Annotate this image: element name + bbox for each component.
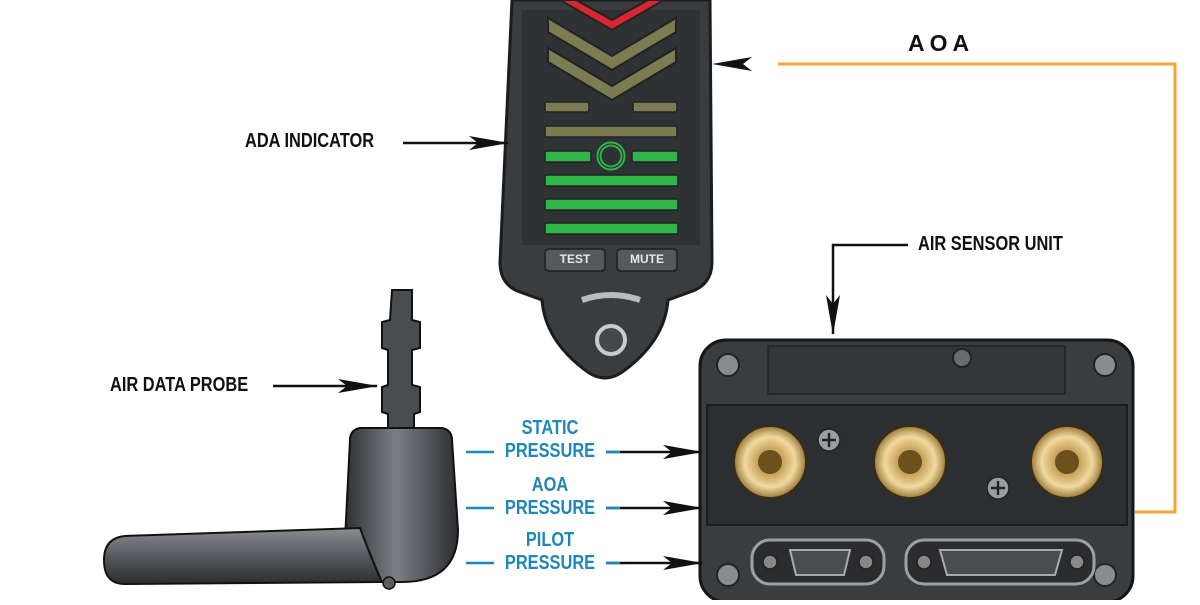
static-pressure-label: STATIC PRESSURE [504,417,596,463]
aoa-pressure-label: AOA PRESSURE [504,474,596,520]
static-pressure-line2: PRESSURE [504,440,596,462]
test-button-label[interactable]: TEST [559,252,591,266]
ada-indicator-device [498,0,714,380]
air-data-probe-device [102,289,460,590]
mute-button[interactable] [616,248,678,272]
aoa-pressure-line2: PRESSURE [504,497,596,519]
ada-indicator-label: ADA INDICATOR [245,130,375,152]
aoa-label: AOA [908,30,975,56]
test-button[interactable] [544,248,606,272]
air-data-probe-label: AIR DATA PROBE [110,374,249,396]
air-sensor-unit-arrow [826,243,908,335]
pilot-pressure-label: PILOT PRESSURE [504,529,596,575]
pilot-pressure-line1: PILOT [525,529,575,551]
static-pressure-line1: STATIC [521,417,579,439]
pilot-pressure-line2: PRESSURE [504,552,596,574]
aoa-signal-line [778,62,1177,514]
air-sensor-unit-label: AIR SENSOR UNIT [918,233,1063,255]
air-sensor-unit-device [698,338,1135,604]
aoa-pressure-line1: AOA [531,474,569,496]
mute-button-label[interactable]: MUTE [630,252,664,266]
